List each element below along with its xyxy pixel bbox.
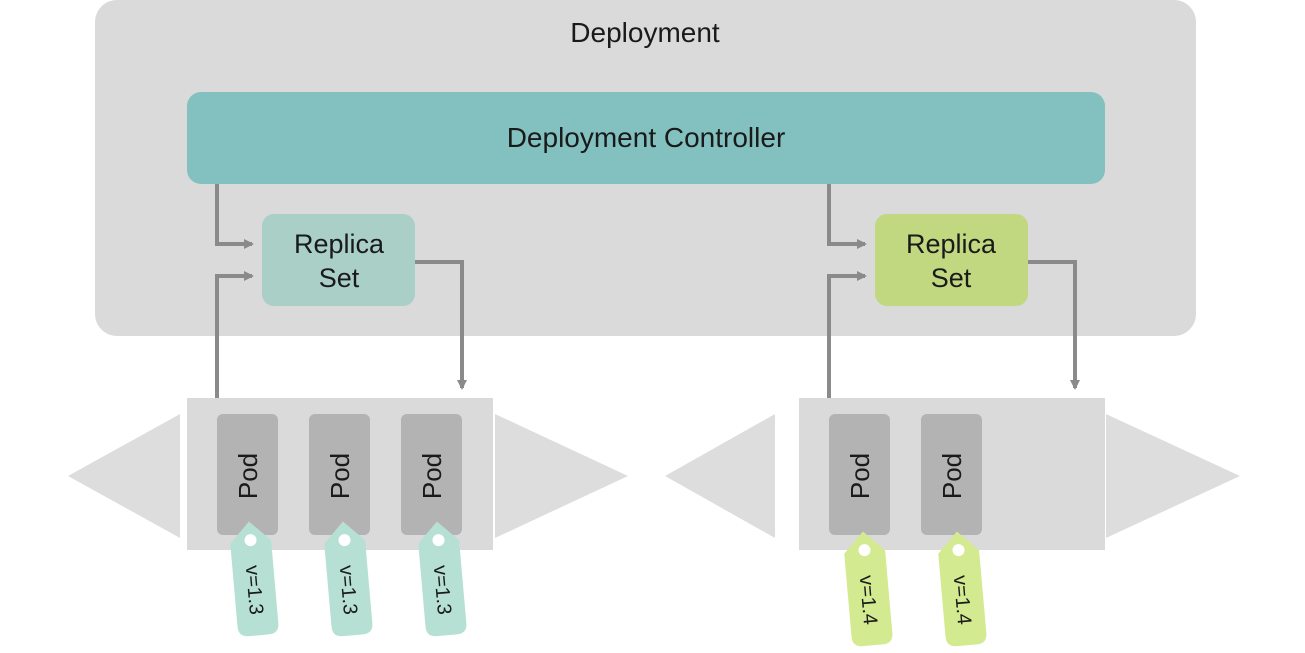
tag-1-1-label: v=1.3 xyxy=(241,564,267,615)
replica-set-2 xyxy=(875,214,1028,306)
pod-1-3 xyxy=(401,414,462,535)
controller-to-rs1-arrow xyxy=(215,184,254,249)
replica-set-2-label-line2: Set xyxy=(931,263,972,293)
scale-left-arrow-2 xyxy=(665,414,775,538)
tag-2-1: v=1.4 xyxy=(844,531,893,647)
pod-2-1-label: Pod xyxy=(845,453,875,499)
tag-2-1-label: v=1.4 xyxy=(855,574,881,625)
pods-to-rs2-arrow xyxy=(827,271,867,398)
scale-right-arrow-2 xyxy=(1106,414,1240,538)
controller-to-rs2-arrow xyxy=(827,184,867,249)
tag-1-3-label: v=1.3 xyxy=(429,564,455,615)
replica-set-1-label-line2: Set xyxy=(319,263,360,293)
scale-left-arrow xyxy=(68,414,180,538)
rs2-to-pods-arrow xyxy=(1028,260,1080,390)
tag-1-1: v=1.3 xyxy=(230,521,279,637)
tag-1-3: v=1.3 xyxy=(418,521,467,637)
pod-1-2-label: Pod xyxy=(325,453,355,499)
pod-2-2 xyxy=(921,414,982,535)
pod-1-2 xyxy=(309,414,370,535)
tag-2-2: v=1.4 xyxy=(938,531,987,647)
tag-1-2: v=1.3 xyxy=(324,521,373,637)
replica-set-1 xyxy=(262,214,415,306)
pod-1-1-label: Pod xyxy=(233,453,263,499)
rs1-to-pods-arrow xyxy=(415,260,467,390)
deployment-controller-label: Deployment Controller xyxy=(507,122,786,153)
pod-2-2-label: Pod xyxy=(937,453,967,499)
replica-set-1-label-line1: Replica xyxy=(294,229,385,259)
deployment-controller-box xyxy=(187,92,1105,184)
deployment-title: Deployment xyxy=(570,17,720,48)
replica-set-2-label-line1: Replica xyxy=(906,229,997,259)
pod-1-3-label: Pod xyxy=(417,453,447,499)
pods-to-rs1-arrow xyxy=(215,271,254,398)
tag-1-2-label: v=1.3 xyxy=(335,564,361,615)
scale-right-arrow xyxy=(495,414,628,538)
pod-2-1 xyxy=(829,414,890,535)
pod-1-1 xyxy=(217,414,278,535)
tag-2-2-label: v=1.4 xyxy=(949,574,975,625)
